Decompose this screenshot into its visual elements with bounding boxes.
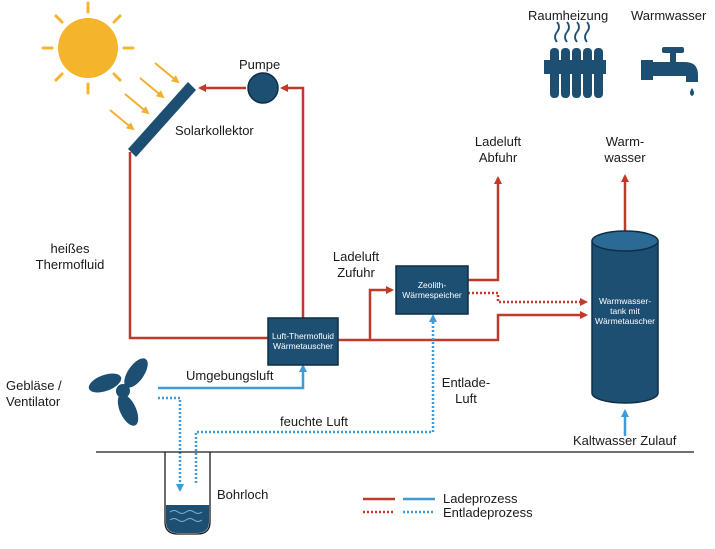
label-solarkollektor: Solarkollektor — [175, 123, 254, 138]
label-raumheizung: Raumheizung — [528, 8, 609, 23]
label-geblaese: Gebläse /Ventilator — [6, 378, 62, 409]
legend-lines — [363, 497, 435, 514]
thermofluid-hot-line — [128, 152, 268, 340]
faucet-icon — [641, 47, 698, 96]
legend-entladeprozess: Entladeprozess — [443, 505, 533, 520]
zeolith-to-tank-dotted — [468, 291, 588, 306]
zeolith-label: Zeolith-Wärmespeicher — [402, 280, 462, 300]
feuchte-luft-dotted — [194, 314, 437, 483]
umgebungsluft-line — [158, 364, 307, 390]
ladeluft-zufuhr-line — [338, 286, 394, 342]
sunlight-arrows — [109, 62, 180, 131]
sun-icon — [41, 1, 135, 95]
hx-to-tank-line — [370, 311, 588, 342]
zeolith-box — [395, 265, 469, 315]
fan-icon — [88, 358, 148, 426]
radiator-icon — [544, 21, 606, 98]
borehole — [164, 452, 211, 535]
ladeluft-abfuhr-line — [468, 176, 502, 282]
warmwasser-tank — [591, 230, 659, 404]
fan-to-borehole-dotted — [158, 396, 184, 492]
solar-collector — [128, 82, 196, 157]
thermofluid-return-line — [280, 84, 305, 318]
label-pumpe: Pumpe — [239, 57, 281, 72]
label-warmwasser-top: Warmwasser — [631, 8, 707, 23]
label-bohrloch: Bohrloch — [217, 487, 269, 502]
label-entladeluft: Entlade-Luft — [441, 375, 491, 406]
heat-exchanger-box — [267, 317, 339, 366]
pump-icon — [247, 72, 279, 104]
label-kaltwasser-zulauf: Kaltwasser Zulauf — [573, 433, 677, 448]
label-feuchte-luft: feuchte Luft — [280, 414, 348, 429]
legend-ladeprozess: Ladeprozess — [443, 491, 518, 506]
label-warmwasser-out: Warm-wasser — [604, 134, 646, 165]
label-umgebungsluft: Umgebungsluft — [186, 368, 274, 383]
